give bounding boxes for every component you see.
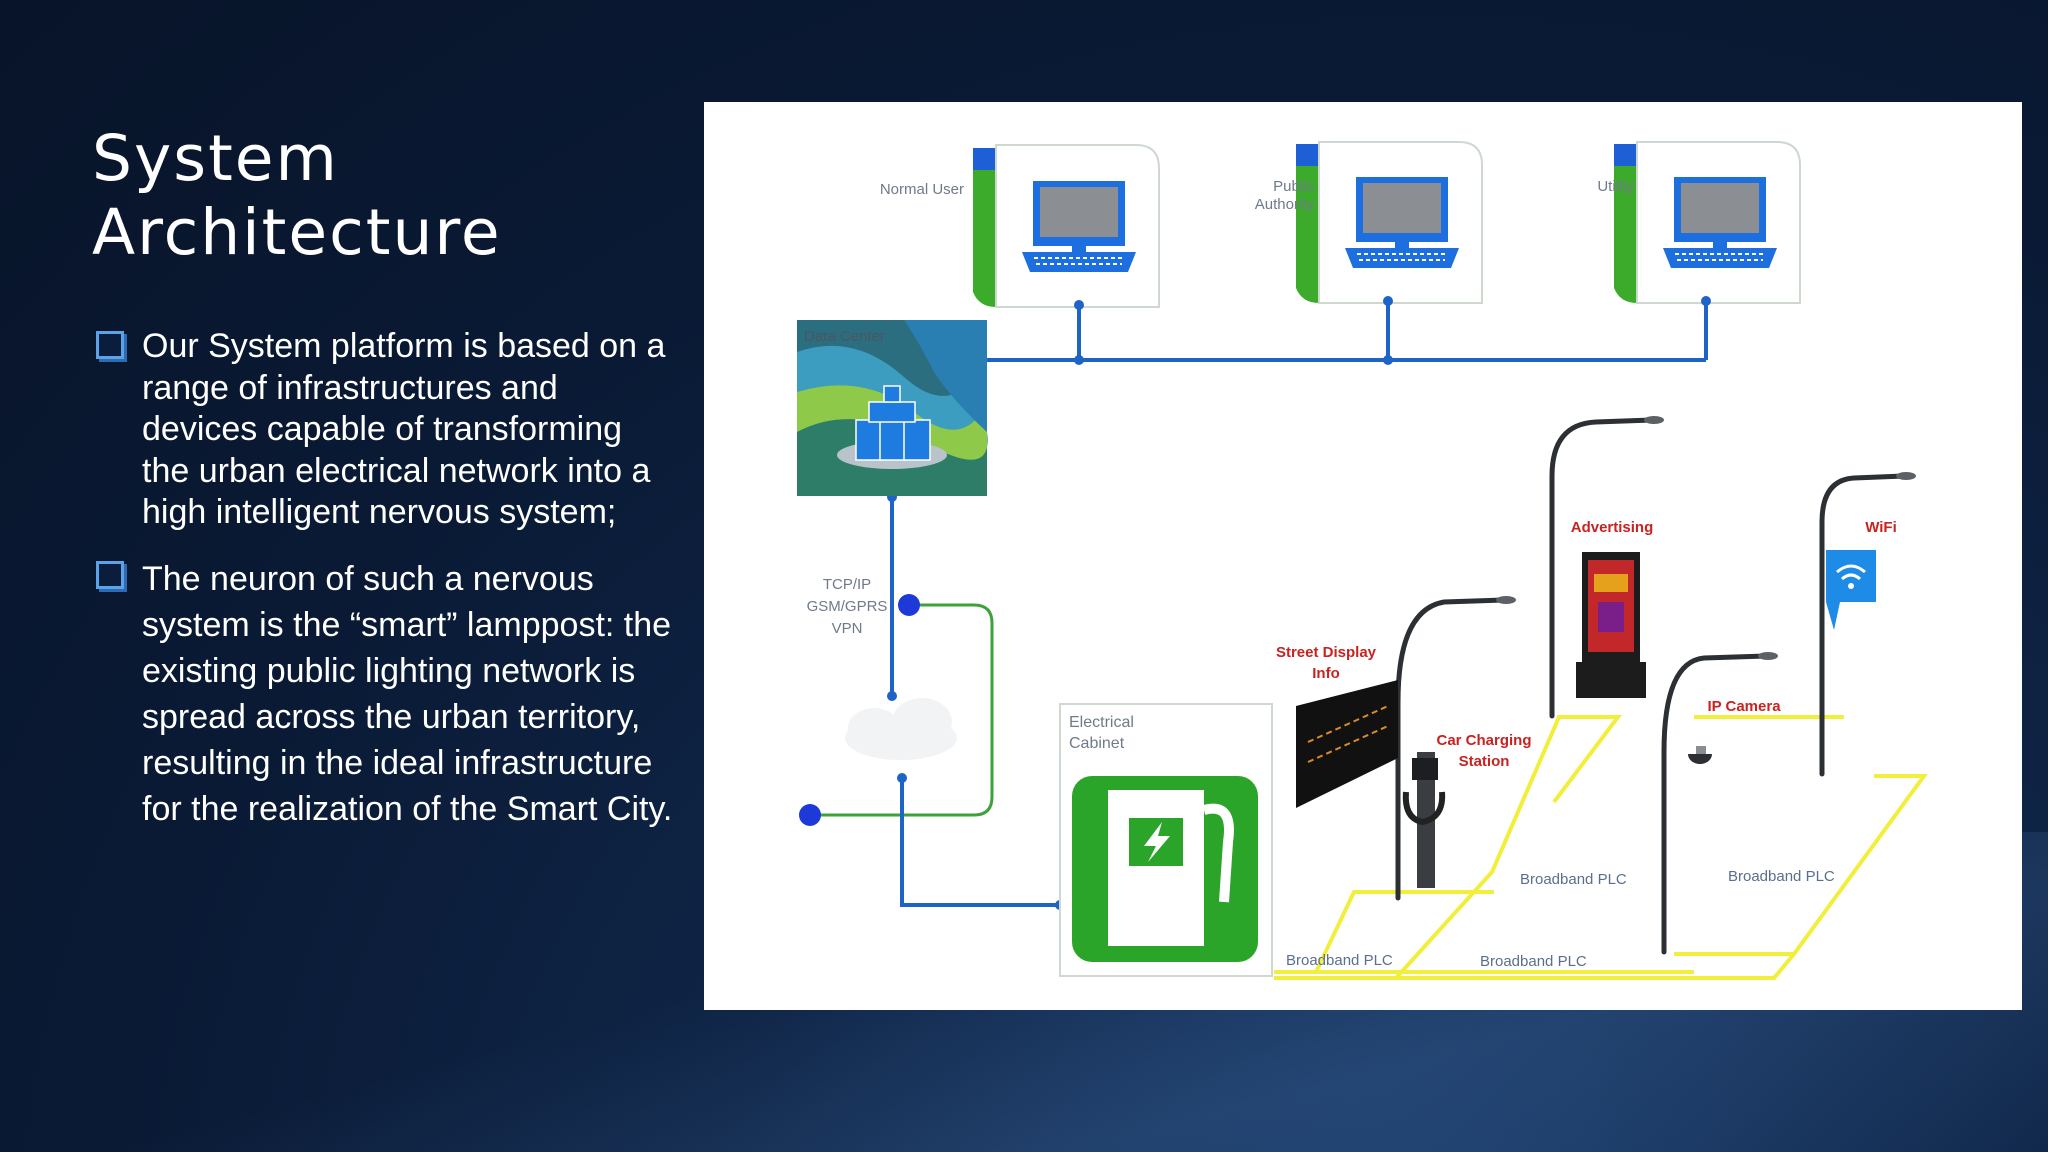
node-dot bbox=[898, 594, 920, 616]
lightning-icon bbox=[1144, 822, 1170, 862]
plc-label: Broadband PLC bbox=[1286, 952, 1393, 969]
data-center-label: Data Center bbox=[804, 328, 885, 345]
bullet-text: Our System platform is based on a range … bbox=[142, 327, 666, 531]
normal-user-label: Normal User bbox=[880, 181, 964, 198]
green-link bbox=[810, 603, 994, 817]
plc-label: Broadband PLC bbox=[1728, 868, 1835, 885]
plc-network bbox=[1274, 715, 1928, 980]
advertising-label: Advertising bbox=[1571, 519, 1654, 536]
advertising-panel bbox=[1576, 552, 1646, 698]
computer-icon bbox=[1022, 181, 1136, 272]
normal-user-terminal: Normal User bbox=[880, 144, 1160, 308]
street-display-sign bbox=[1296, 680, 1398, 808]
street-display-label-line2: Info bbox=[1312, 665, 1340, 682]
server-icon bbox=[855, 385, 931, 461]
car-charging-label-line2: Station bbox=[1459, 753, 1510, 770]
network-bus bbox=[879, 303, 1708, 696]
bullet-text: The neuron of such a nervous system is t… bbox=[142, 559, 673, 828]
lamppost bbox=[1395, 417, 1907, 955]
network-protocols: TCP/IP GSM/GPRS VPN bbox=[807, 576, 888, 637]
public-authority-label-line2: Authority bbox=[1255, 196, 1315, 213]
plc-label: Broadband PLC bbox=[1520, 871, 1627, 888]
data-center: Data Center bbox=[797, 320, 988, 496]
protocol-label-gsm: GSM/GPRS bbox=[807, 598, 888, 615]
electrical-cabinet: Electrical Cabinet bbox=[1059, 703, 1273, 977]
plc-labels: Broadband PLC Broadband PLC Broadband PL… bbox=[1286, 868, 1835, 970]
protocol-label-tcpip: TCP/IP bbox=[823, 576, 871, 593]
bullet-list: Our System platform is based on a range … bbox=[96, 326, 676, 832]
cabinet-label-line1: Electrical bbox=[1069, 714, 1134, 731]
utility-terminal: Utility bbox=[1597, 141, 1801, 304]
wifi-icon bbox=[1826, 550, 1876, 630]
car-charging-station bbox=[1402, 752, 1446, 888]
plc-label: Broadband PLC bbox=[1480, 953, 1587, 970]
ip-camera-label: IP Camera bbox=[1707, 698, 1781, 715]
car-charging-label-line1: Car Charging bbox=[1436, 732, 1531, 749]
architecture-diagram: Normal User Public Authority Utility bbox=[704, 102, 2022, 1010]
camera-icon bbox=[1688, 746, 1712, 764]
cloud-icon bbox=[845, 698, 957, 760]
bullet-item: Our System platform is based on a range … bbox=[96, 326, 676, 534]
computer-icon bbox=[1663, 177, 1777, 268]
checkbox-bullet-icon bbox=[96, 560, 124, 589]
street-display-label-line1: Street Display bbox=[1276, 644, 1377, 661]
cabinet-label-line2: Cabinet bbox=[1069, 735, 1125, 752]
node-dot bbox=[799, 804, 821, 826]
checkbox-bullet-icon bbox=[96, 331, 124, 359]
page-title: System Architecture bbox=[92, 122, 502, 269]
bullet-item: The neuron of such a nervous system is t… bbox=[96, 556, 676, 832]
computer-icon bbox=[1345, 177, 1459, 268]
public-authority-terminal: Public Authority bbox=[1255, 141, 1483, 304]
public-authority-label-line1: Public bbox=[1273, 178, 1314, 195]
utility-label: Utility bbox=[1597, 178, 1634, 195]
wifi-label: WiFi bbox=[1865, 519, 1897, 536]
protocol-label-vpn: VPN bbox=[832, 620, 863, 637]
